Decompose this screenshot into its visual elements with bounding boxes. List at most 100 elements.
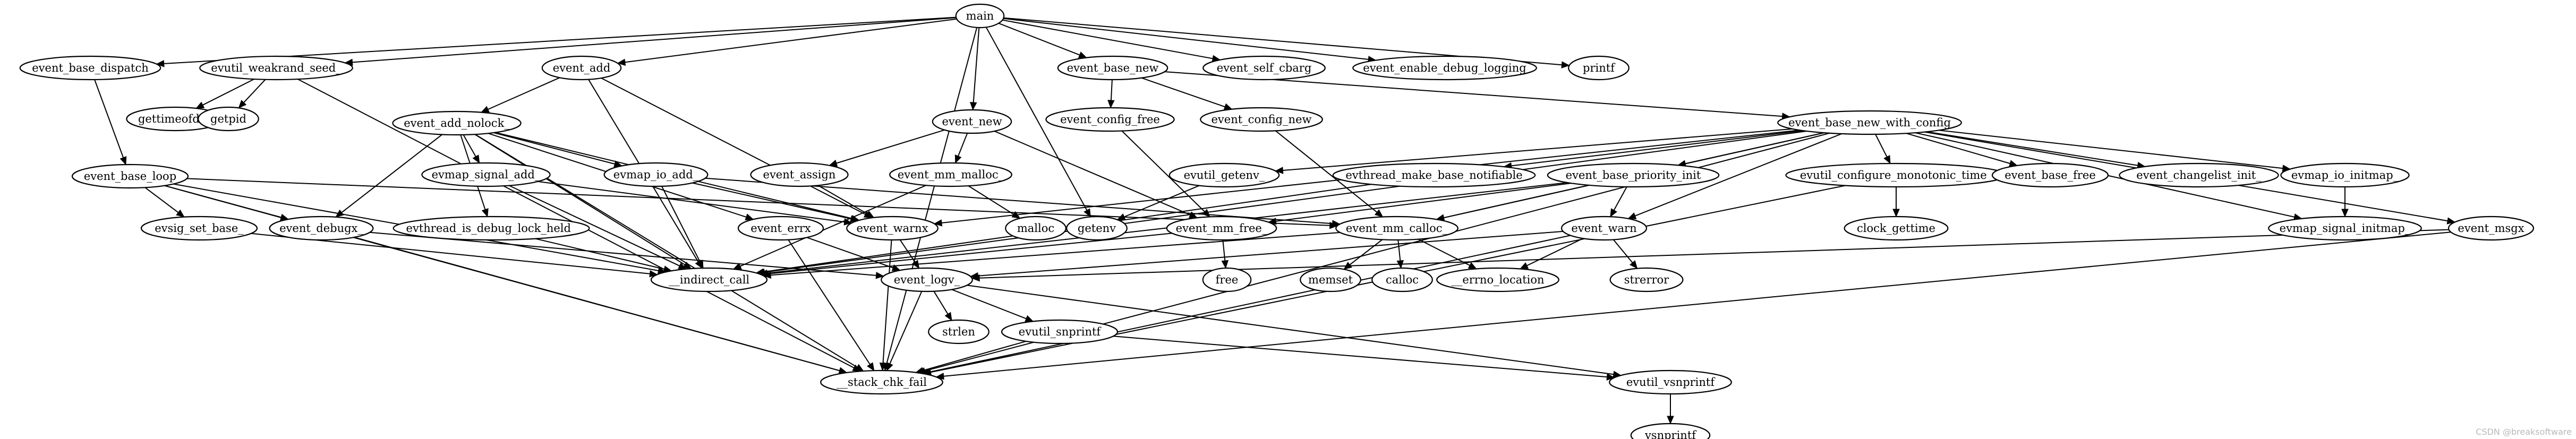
node-label: __stack_chk_fail bbox=[837, 376, 927, 389]
node-evsig-set-base: evsig_set_base_ bbox=[140, 216, 258, 241]
node-event-mm-malloc: event_mm_malloc_ bbox=[889, 162, 1012, 187]
edge-event-add-nolock-to-evmap-signal-add bbox=[463, 134, 480, 164]
node-indirect-call: __indirect_call bbox=[650, 267, 768, 292]
edge-event-new-to-event-assign bbox=[829, 129, 945, 167]
node-ellipse bbox=[1436, 267, 1559, 292]
node-ellipse bbox=[269, 216, 374, 241]
edge-main-to-stack-chk-fail bbox=[883, 27, 978, 372]
node-ellipse bbox=[1568, 55, 1630, 81]
node-label: event_warnx bbox=[856, 222, 928, 235]
node-ellipse bbox=[1991, 162, 2109, 188]
node-ellipse bbox=[392, 110, 522, 136]
node-event-base-loop: event_base_loop bbox=[71, 163, 189, 189]
node-event-mm-free: event_mm_free_ bbox=[1166, 216, 1277, 241]
node-label: evutil_snprintf bbox=[1019, 325, 1102, 338]
node-evmap-io-initmap: evmap_io_initmap_ bbox=[2280, 162, 2410, 188]
node-event-changelist-init: event_changelist_init_ bbox=[2119, 162, 2279, 188]
node-ellipse bbox=[198, 106, 259, 132]
node-errno-location: __errno_location bbox=[1436, 267, 1559, 292]
node-label: event_warn bbox=[1571, 222, 1636, 235]
node-event-warnx: event_warnx bbox=[846, 216, 939, 241]
node-label: event_mm_malloc_ bbox=[898, 168, 1004, 181]
edge-event-base-new-with-config-to-evutil-configure-monotonic-time bbox=[1875, 134, 1891, 165]
node-calloc: calloc bbox=[1371, 267, 1433, 292]
edge-event-base-new-with-config-to-evutil-getenv bbox=[1275, 128, 1793, 174]
node-ellipse bbox=[1057, 55, 1168, 81]
node-ellipse bbox=[199, 55, 353, 81]
node-label: event_debugx_ bbox=[279, 222, 363, 235]
node-label: event_errx bbox=[750, 222, 811, 235]
node-evthread-make-base-notifiable: evthread_make_base_notifiable bbox=[1332, 162, 1536, 188]
edge-event-new-to-event-mm-malloc bbox=[954, 133, 968, 164]
node-ellipse bbox=[1332, 162, 1536, 188]
node-free: free bbox=[1202, 267, 1252, 292]
node-label: printf bbox=[1583, 62, 1616, 74]
node-ellipse bbox=[750, 162, 849, 187]
edge-event-base-new-to-event-config-free bbox=[1107, 79, 1115, 109]
node-label: getenv bbox=[1078, 222, 1116, 235]
node-label: evutil_getenv_ bbox=[1184, 169, 1265, 182]
node-label: event_msgx bbox=[2458, 222, 2524, 235]
edge-event-mm-calloc-to-errno-location bbox=[1418, 238, 1477, 269]
node-label: event_logv_ bbox=[894, 273, 960, 286]
node-event-config-free: event_config_free bbox=[1045, 107, 1175, 132]
node-event-base-priority-init: event_base_priority_init bbox=[1547, 162, 1720, 188]
node-label: event_base_priority_init bbox=[1566, 169, 1701, 182]
node-ellipse bbox=[541, 55, 622, 81]
node-label: __indirect_call bbox=[669, 273, 750, 286]
node-label: strlen bbox=[942, 325, 975, 338]
node-event-base-dispatch: event_base_dispatch bbox=[19, 55, 161, 81]
node-label: evmap_io_initmap_ bbox=[2291, 169, 2399, 182]
edge-main-to-event-add bbox=[617, 18, 957, 66]
node-event-enable-debug-logging: event_enable_debug_logging bbox=[1352, 55, 1537, 81]
node-ellipse bbox=[1335, 216, 1458, 241]
node-ellipse bbox=[1005, 216, 1067, 241]
node-malloc: malloc bbox=[1005, 216, 1067, 241]
edge-evutil-snprintf-to-evutil-vsnprintf bbox=[1113, 335, 1615, 381]
node-label: event_base_new_with_config bbox=[1788, 116, 1951, 129]
node-evmap-signal-add: evmap_signal_add_ bbox=[421, 162, 551, 187]
node-vsnprintf: vsnprintf bbox=[1630, 423, 1711, 439]
node-ellipse bbox=[1202, 267, 1252, 292]
edge-event-base-new-with-config-to-indirect-call bbox=[756, 131, 1807, 276]
node-label: event_base_dispatch bbox=[32, 62, 148, 74]
node-label: evutil_weakrand_seed_ bbox=[211, 62, 342, 74]
node-getpid: getpid bbox=[198, 106, 259, 132]
node-ellipse bbox=[71, 163, 189, 189]
node-label: event_add_nolock_ bbox=[404, 117, 510, 130]
node-ellipse bbox=[1202, 55, 1326, 81]
edge-event-base-new-to-event-config-new bbox=[1141, 77, 1233, 110]
node-label: event_add bbox=[553, 62, 611, 74]
node-label: evmap_signal_add_ bbox=[432, 168, 541, 181]
edge-event-base-priority-init-to-event-warn bbox=[1610, 186, 1627, 218]
node-label: evthread_make_base_notifiable bbox=[1345, 169, 1522, 182]
node-memset: memset bbox=[1300, 267, 1361, 292]
node-label: malloc bbox=[1017, 222, 1054, 235]
edge-event-warn-to-errno-location bbox=[1520, 238, 1583, 270]
edge-event-config-new-to-event-mm-calloc bbox=[1275, 130, 1384, 218]
node-ellipse bbox=[1609, 369, 1732, 395]
node-ellipse bbox=[2268, 216, 2422, 241]
node-ellipse bbox=[737, 216, 824, 241]
node-ellipse bbox=[889, 162, 1012, 187]
edge-evutil-weakrand-seed-to-gettimeofday bbox=[195, 79, 254, 109]
edge-event-errx-to-stack-chk-fail bbox=[788, 239, 875, 372]
edge-event-base-new-with-config-to-event-warn bbox=[1627, 133, 1842, 219]
node-clock-gettime: clock_gettime bbox=[1844, 216, 1949, 241]
edge-event-add-to-event-add-nolock bbox=[480, 77, 560, 113]
node-label: event_base_loop bbox=[84, 170, 176, 183]
node-ellipse bbox=[1609, 267, 1684, 292]
node-evmap-signal-initmap: evmap_signal_initmap_ bbox=[2268, 216, 2422, 241]
edge-event-mm-malloc-to-malloc bbox=[968, 185, 1021, 219]
node-label: evthread_is_debug_lock_held_ bbox=[406, 222, 577, 235]
node-event-errx: event_errx bbox=[737, 216, 824, 241]
edge-event-assign-to-event-warnx bbox=[817, 185, 875, 218]
node-ellipse bbox=[1066, 216, 1128, 241]
edge-main-to-event-enable-debug-logging bbox=[1003, 18, 1377, 63]
node-ellipse bbox=[1777, 110, 1962, 135]
node-ellipse bbox=[2280, 162, 2410, 188]
node-ellipse bbox=[1547, 162, 1720, 188]
node-ellipse bbox=[19, 55, 161, 81]
node-label: event_assign bbox=[763, 168, 836, 181]
